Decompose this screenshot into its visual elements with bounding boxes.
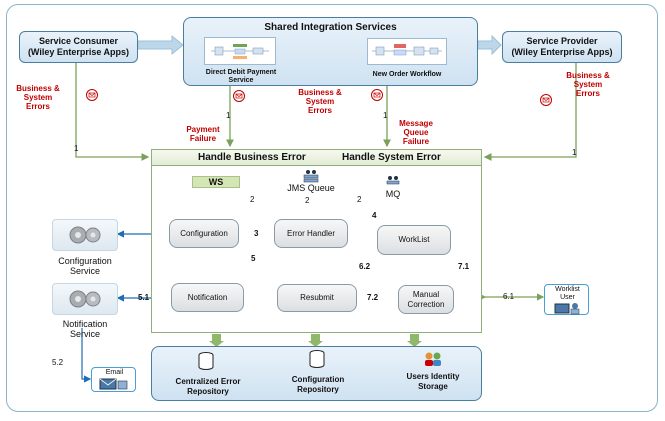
users-icon bbox=[425, 352, 441, 366]
user-computer-icon bbox=[554, 303, 580, 315]
configuration-service-box bbox=[52, 219, 118, 251]
worklist-user-box: Worklist User bbox=[544, 284, 589, 315]
mq-label: MQ bbox=[385, 189, 401, 199]
provider-errors-label: Business & System Errors bbox=[566, 71, 610, 98]
configuration-service-label: Configuration Service bbox=[58, 256, 112, 276]
error-handling-header: Handle Business Error Handle System Erro… bbox=[151, 149, 482, 166]
edge-label-5-1: 5.1 bbox=[138, 293, 150, 302]
direct-debit-caption: Direct Debit Payment Service bbox=[205, 69, 277, 84]
edge-label-1: 1 bbox=[383, 111, 388, 120]
shared-integration-title: Shared Integration Services bbox=[264, 22, 397, 33]
email-label: Email bbox=[105, 369, 124, 376]
email-icon bbox=[99, 378, 128, 390]
edge-label-4: 4 bbox=[372, 211, 377, 220]
workflow-thumbnail-icon bbox=[372, 44, 442, 56]
edge-label-7-1: 7.1 bbox=[458, 262, 470, 271]
queue-icon bbox=[386, 176, 400, 185]
new-order-thumbnail bbox=[367, 38, 447, 65]
payment-failure-label: Payment Failure bbox=[186, 125, 220, 143]
edge-label-6-1: 6.1 bbox=[503, 292, 515, 301]
database-icon bbox=[198, 352, 214, 370]
edge-label-1: 1 bbox=[226, 111, 231, 120]
edge-label-1: 1 bbox=[74, 144, 79, 153]
shared-errors-label: Business & System Errors bbox=[298, 88, 342, 115]
mq-failure-label: Message Queue Failure bbox=[399, 119, 433, 146]
database-icon bbox=[309, 350, 325, 368]
service-provider-box: Service Provider (Wiley Enterprise Apps) bbox=[502, 31, 622, 63]
envelope-icon bbox=[540, 94, 552, 106]
edge-label-5-2: 5.2 bbox=[52, 358, 64, 367]
envelope-icon bbox=[371, 89, 383, 101]
direct-debit-thumbnail bbox=[204, 37, 276, 65]
edge-label-2: 2 bbox=[250, 195, 255, 204]
manual-correction-box: Manual Correction bbox=[398, 285, 454, 314]
centralized-error-repository-label: Centralized Error Repository bbox=[175, 377, 241, 396]
envelope-icon bbox=[86, 89, 98, 101]
edge-label-2: 2 bbox=[357, 195, 362, 204]
edge-label-5: 5 bbox=[251, 254, 256, 263]
notification-box: Notification bbox=[171, 283, 244, 312]
resubmit-box: Resubmit bbox=[277, 284, 357, 312]
ws-endpoint: WS bbox=[192, 176, 240, 188]
consumer-errors-label: Business & System Errors bbox=[16, 84, 60, 111]
notification-service-box bbox=[52, 283, 118, 315]
edge-label-1: 1 bbox=[572, 148, 577, 157]
gears-icon bbox=[69, 226, 101, 244]
edge-label-7-2: 7.2 bbox=[367, 293, 379, 302]
new-order-caption: New Order Workflow bbox=[372, 71, 442, 78]
workflow-thumbnail-icon bbox=[211, 44, 269, 59]
envelope-icon bbox=[233, 90, 245, 102]
worklist-box: WorkList bbox=[377, 225, 451, 255]
service-consumer-box: Service Consumer (Wiley Enterprise Apps) bbox=[19, 31, 138, 63]
configuration-repository-label: Configuration Repository bbox=[291, 375, 345, 394]
users-identity-storage-label: Users Identity Storage bbox=[406, 372, 460, 391]
gears-icon bbox=[69, 290, 101, 308]
edge-label-6-2: 6.2 bbox=[359, 262, 371, 271]
shared-integration-services-box: Shared Integration Services Direct Debit… bbox=[183, 17, 478, 86]
handle-business-error-title: Handle Business Error bbox=[198, 152, 306, 163]
edge-label-3: 3 bbox=[254, 229, 259, 238]
notification-service-label: Notification Service bbox=[62, 319, 108, 339]
jms-queue-label: JMS Queue bbox=[287, 183, 335, 193]
error-handler-box: Error Handler bbox=[274, 219, 348, 248]
worklist-user-label: Worklist User bbox=[555, 286, 580, 301]
queue-icon bbox=[303, 170, 319, 183]
email-box: Email bbox=[91, 367, 136, 392]
configuration-box: Configuration bbox=[169, 219, 239, 248]
edge-label-2: 2 bbox=[305, 196, 310, 205]
diagram-frame bbox=[6, 4, 658, 412]
handle-system-error-title: Handle System Error bbox=[342, 152, 441, 163]
